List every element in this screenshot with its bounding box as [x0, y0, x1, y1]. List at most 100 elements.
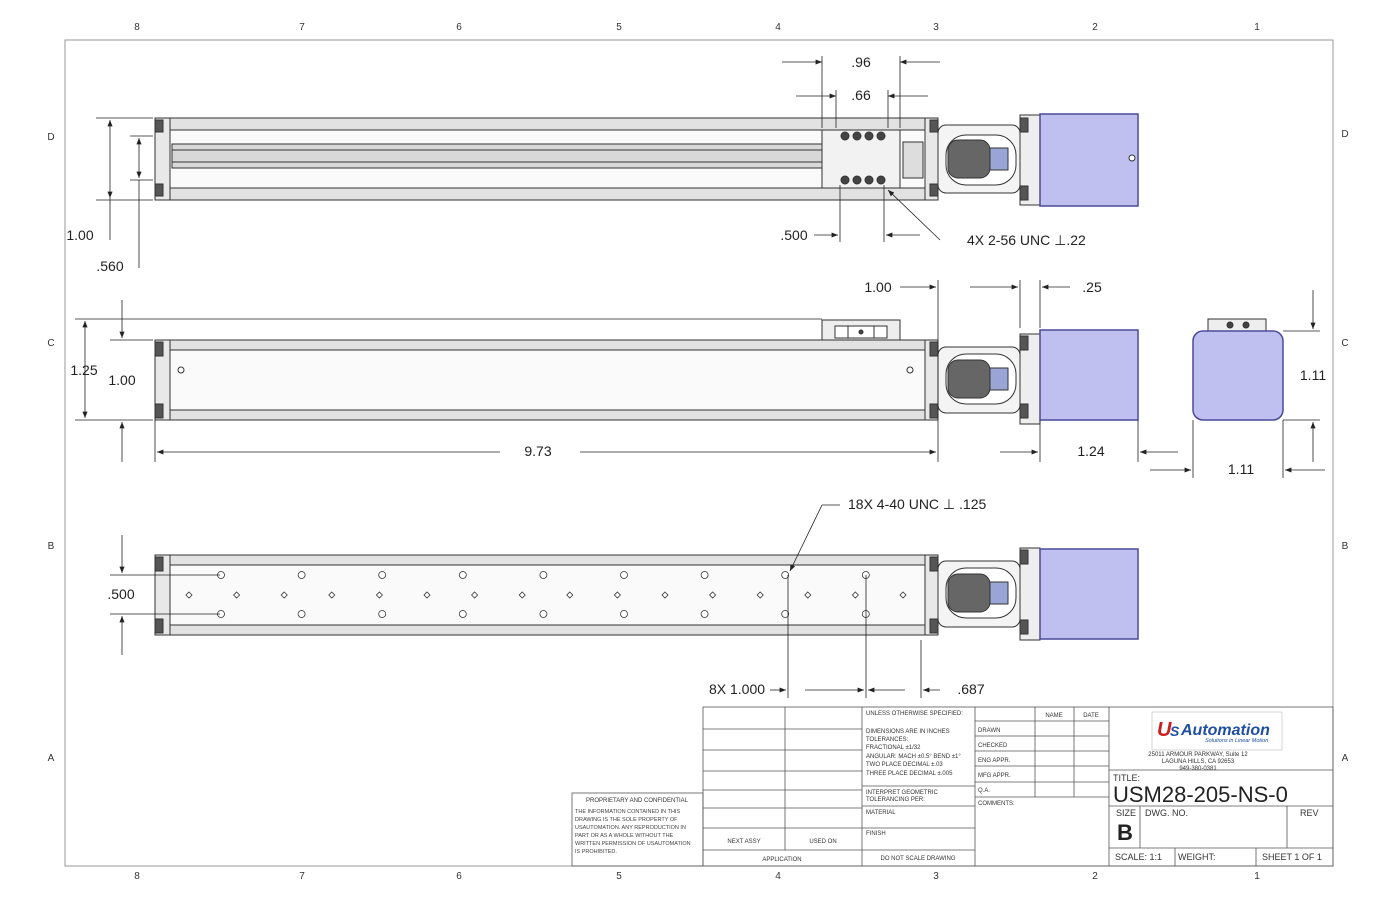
mounting-hole: [709, 591, 717, 599]
mounting-hole: [458, 571, 467, 579]
mounting-hole: [458, 610, 467, 618]
mounting-hole: [781, 571, 790, 579]
bottom-view-dimensions: [110, 504, 940, 698]
interpret-line-1: INTERPRET GEOMETRIC: [866, 790, 939, 796]
note-bottom-tapped-holes: 18X 4-40 UNC ⊥ .125: [848, 496, 986, 512]
mounting-hole: [613, 591, 621, 599]
logo-letter-s: S: [1170, 723, 1180, 739]
tolerance-line-2: TOLERANCES:: [866, 737, 909, 743]
top-view-dimensions: [96, 56, 941, 268]
zone-col-1-top: 1: [1254, 22, 1260, 33]
mounting-hole: [328, 591, 336, 599]
logo-letter-u: U: [1157, 719, 1172, 741]
dim-side-100-top: 1.00: [864, 279, 891, 295]
mfg-appr-label: MFG APPR.: [978, 773, 1011, 779]
mounting-hole: [566, 591, 574, 599]
mounting-hole: [539, 571, 548, 579]
mounting-hole: [539, 610, 548, 618]
rev-label: REV: [1300, 808, 1319, 818]
title-block-grid: [571, 706, 1334, 867]
dim-end-111-horizontal: 1.11: [1228, 461, 1254, 477]
bottom-view: [154, 547, 1041, 641]
checked-label: CHECKED: [978, 743, 1008, 749]
comments-label: COMMENTS:: [978, 801, 1015, 807]
mounting-hole: [804, 591, 812, 599]
usautomation-logo: U S Automation Solutions in Linear Motio…: [1151, 711, 1283, 751]
proprietary-title: PROPRIETARY AND CONFIDENTIAL: [586, 798, 689, 804]
proprietary-line-3: USAUTOMATION. ANY REPRODUCTION IN: [575, 825, 686, 831]
dim-top-096: .96: [851, 54, 871, 70]
zone-col-8-top: 8: [134, 22, 140, 33]
side-view-dimensions: [75, 280, 1325, 478]
zone-col-2-bot: 2: [1092, 871, 1098, 882]
zone-col-7-top: 7: [299, 22, 305, 33]
end-view: [1192, 318, 1284, 421]
zone-row-c-left: C: [47, 338, 54, 349]
scale-field: SCALE: 1:1: [1115, 852, 1162, 862]
zone-labels: 8 7 6 5 4 3 2 1 8 7 6 5 4 3 2 1 D C B A …: [47, 22, 1348, 882]
top-coupler: [947, 139, 991, 179]
tolerance-line-1: DIMENSIONS ARE IN INCHES: [866, 729, 950, 735]
used-on-label: USED ON: [809, 839, 836, 845]
zone-col-4-bot: 4: [775, 871, 781, 882]
eng-appr-label: ENG APPR.: [978, 758, 1011, 764]
dim-top-066: .66: [851, 87, 871, 103]
zone-col-4-top: 4: [775, 22, 781, 33]
zone-col-6-bot: 6: [456, 871, 462, 882]
note-top-tapped-holes: 4X 2-56 UNC ⊥.22: [967, 232, 1086, 248]
tolerance-line-4: ANGULAR: MACH ±0.5° BEND ±1°: [866, 754, 961, 760]
size-label: SIZE: [1116, 808, 1136, 818]
logo-tagline: Solutions in Linear Motion: [1205, 738, 1268, 744]
date-header: DATE: [1083, 713, 1099, 719]
mounting-hole: [378, 610, 387, 618]
top-motor: [1039, 113, 1139, 207]
side-view: [154, 319, 1041, 425]
zone-row-d-left: D: [47, 132, 54, 143]
mounting-hole: [471, 591, 479, 599]
zone-col-5-top: 5: [616, 22, 622, 33]
proprietary-line-4: PART OR AS A WHOLE WITHOUT THE: [575, 833, 674, 839]
material-label: MATERIAL: [866, 810, 896, 816]
mounting-hole: [756, 591, 764, 599]
zone-row-b-right: B: [1342, 541, 1349, 552]
title-label: TITLE:: [1113, 773, 1140, 783]
proprietary-line-2: DRAWING IS THE SOLE PROPERTY OF: [575, 817, 678, 823]
side-motor: [1039, 329, 1139, 421]
zone-row-b-left: B: [48, 541, 55, 552]
mounting-hole: [280, 591, 288, 599]
drawing-title: USM28-205-NS-0: [1113, 782, 1288, 807]
dim-bottom-8x1000: 8X 1.000: [709, 681, 765, 697]
do-not-scale: DO NOT SCALE DRAWING: [880, 856, 955, 862]
logo-wordmark: Automation: [1180, 722, 1270, 739]
zone-col-2-top: 2: [1092, 22, 1098, 33]
dim-top-100: 1.00: [66, 227, 93, 243]
dim-end-111-vertical: 1.11: [1300, 367, 1326, 383]
dim-bottom-687: .687: [957, 681, 984, 697]
mounting-hole: [620, 610, 628, 618]
zone-row-a-right: A: [1342, 753, 1349, 764]
side-rail-body: [154, 339, 939, 421]
top-end-cap-left: [154, 117, 171, 201]
company-address-2: LAGUNA HILLS, CA 92653: [1162, 759, 1235, 765]
dim-side-100: 1.00: [108, 372, 135, 388]
mounting-hole: [297, 571, 306, 579]
proprietary-line-5: WRITTEN PERMISSION OF USAUTOMATION: [575, 841, 691, 847]
dim-top-500: .500: [780, 227, 807, 243]
company-address-1: 25011 ARMOUR PARKWAY, Suite 12: [1148, 752, 1248, 758]
zone-col-3-bot: 3: [933, 871, 939, 882]
mounting-hole: [518, 591, 526, 599]
mounting-hole: [851, 591, 859, 599]
finish-label: FINISH: [866, 831, 886, 837]
application-label: APPLICATION: [762, 857, 801, 863]
mounting-hole: [375, 591, 383, 599]
mounting-hole: [781, 610, 790, 618]
qa-label: Q.A.: [978, 788, 990, 794]
interpret-line-2: TOLERANCING PER:: [866, 797, 925, 803]
dim-side-025: .25: [1082, 279, 1102, 295]
zone-col-7-bot: 7: [299, 871, 305, 882]
zone-col-3-top: 3: [933, 22, 939, 33]
tolerance-line-6: THREE PLACE DECIMAL ±.005: [866, 771, 953, 777]
dim-top-560: .560: [96, 258, 123, 274]
mounting-hole: [620, 571, 628, 579]
